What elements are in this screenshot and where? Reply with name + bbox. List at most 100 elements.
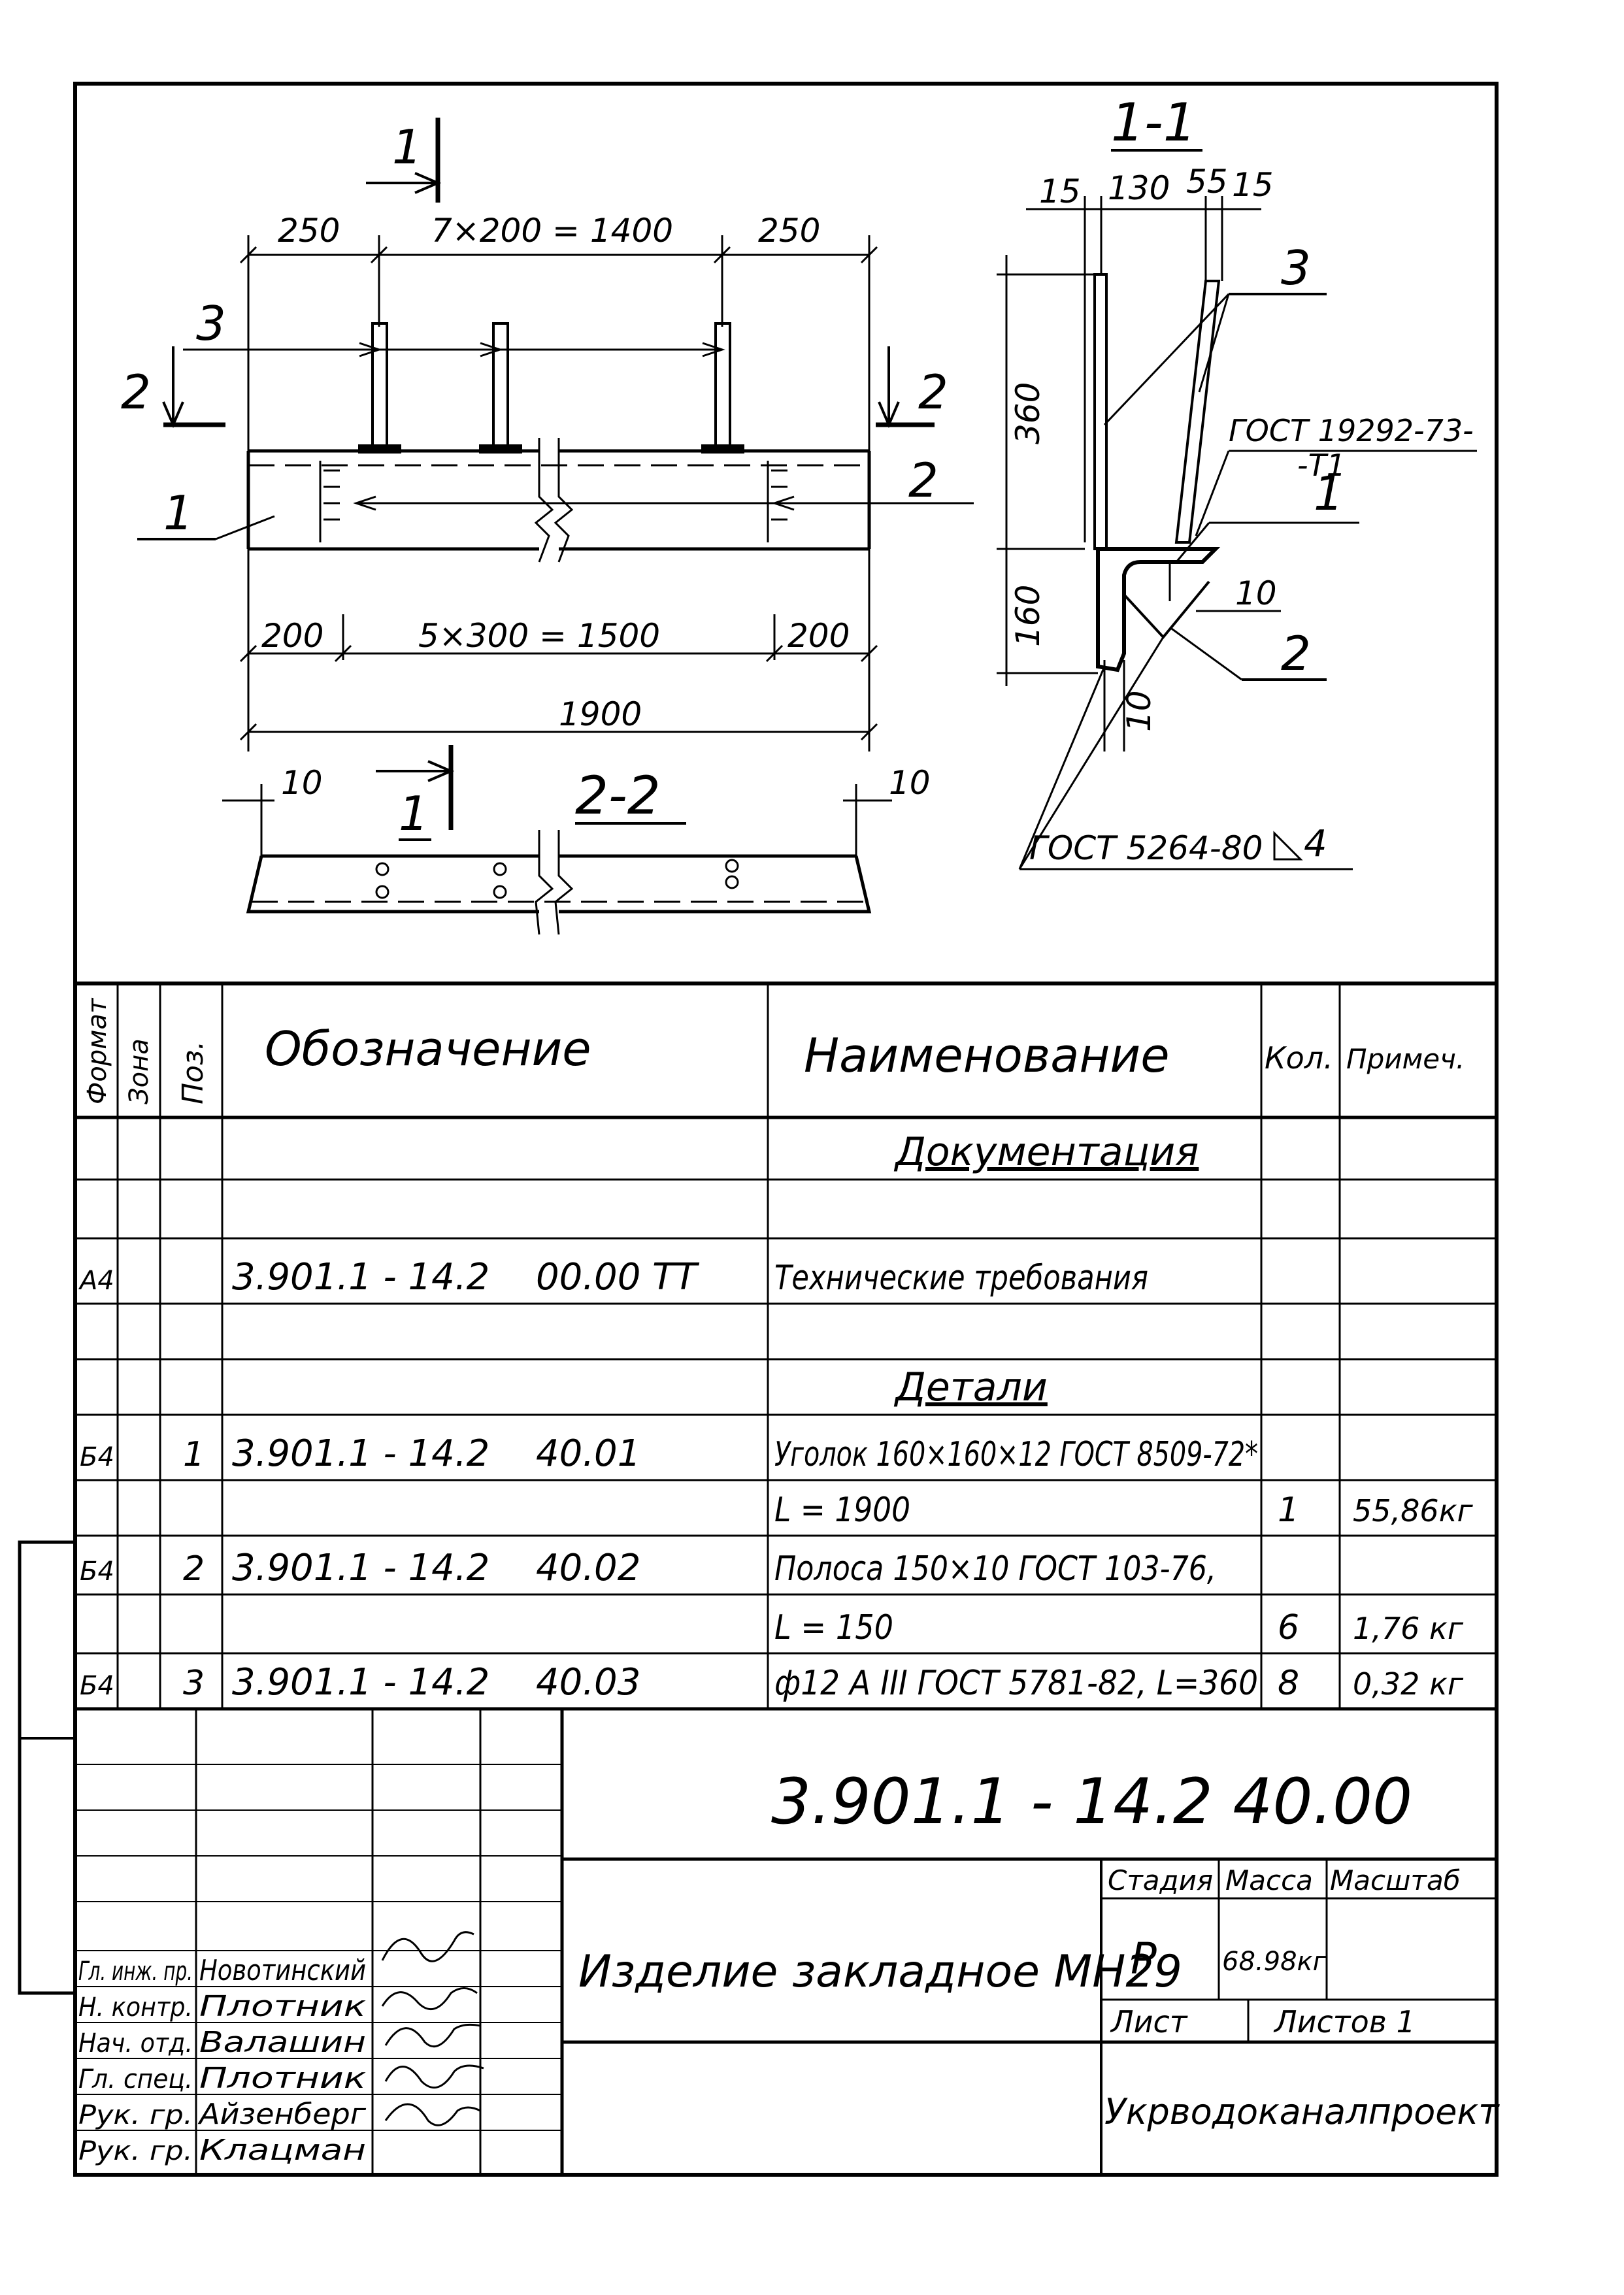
gost-19292: ГОСТ 19292-73- — [1229, 413, 1474, 448]
row-qty: 1 — [1278, 1491, 1299, 1530]
row-section-heading: Детали — [893, 1364, 1048, 1410]
row-note: 55,86кг — [1353, 1493, 1473, 1528]
document-code: 3.901.1 - 14.2 40.00 — [771, 1765, 1412, 1838]
margin-stamp-box — [18, 1540, 77, 1995]
view-2-2: 2-2 1 10 10 — [222, 745, 931, 935]
dim-1-1-height-top: 360 — [1009, 382, 1047, 444]
header-designation: Обозначение — [265, 1021, 591, 1076]
sheet-frame — [73, 82, 1499, 2177]
organization: Укрводоканалпроект — [1104, 2091, 1500, 2132]
leader-2-side: 2 — [1281, 626, 1311, 681]
signature-name: Айзенберг — [197, 2098, 367, 2131]
section-label-1-bottom: 1 — [399, 786, 429, 841]
dim-1-1-height-bottom: 160 — [1009, 585, 1047, 647]
dim-2-2-right: 10 — [889, 764, 931, 802]
signature-name: Новотинский — [199, 1954, 366, 1987]
header-format: Формат — [82, 997, 112, 1104]
signature-scribbles — [381, 1931, 484, 2126]
row-designation: 3.901.1 - 14.2 — [232, 1256, 489, 1298]
sheet-label: Лист — [1110, 2004, 1188, 2039]
row-note: 1,76 кг — [1353, 1611, 1464, 1646]
row-designation: 3.901.1 - 14.2 — [232, 1547, 489, 1589]
signature-role: Нач. отд. — [78, 2028, 193, 2058]
header-pos: Поз. — [176, 1041, 210, 1104]
signature-name: Плотник — [199, 1990, 367, 2023]
dim-2-2-left: 10 — [281, 764, 323, 802]
signature-name: Валашин — [199, 2026, 366, 2059]
row-format: Б4 — [80, 1671, 114, 1701]
product-name: Изделие закладное МН29 — [578, 1946, 1182, 1998]
leader-1-side: 1 — [1314, 466, 1344, 521]
dim-front-total: 1900 — [559, 695, 642, 733]
row-name: ф12 А III ГОСТ 5781-82, L=360 — [774, 1664, 1258, 1703]
row-code: 40.01 — [536, 1432, 640, 1475]
dim-1-1-weld: 10 — [1235, 574, 1277, 612]
view-1-1: 1-1 15 130 55 15 3 360 160 ГОСТ 19292-73… — [997, 92, 1477, 870]
row-code: 40.03 — [536, 1661, 640, 1704]
row-designation: 3.901.1 - 14.2 — [232, 1432, 489, 1475]
signature-name: Плотник — [199, 2062, 367, 2095]
row-code: 00.00 ТТ — [536, 1256, 699, 1298]
row-format: Б4 — [80, 1557, 114, 1587]
row-qty: 8 — [1278, 1664, 1299, 1703]
row-section-heading: Документация — [893, 1129, 1199, 1175]
row-pos: 1 — [183, 1435, 205, 1474]
weld-triangle-icon — [1273, 831, 1303, 861]
mass-label: Масса — [1225, 1864, 1313, 1896]
dim-front-b-mid: 5×300 = 1500 — [418, 617, 660, 655]
dim-1-1-a: 15 — [1039, 173, 1081, 210]
row-name: Полоса 150×10 ГОСТ 103-76, — [774, 1549, 1216, 1589]
row-name: Технические требования — [774, 1259, 1148, 1298]
row-format: А4 — [78, 1266, 114, 1296]
row-name: L = 1900 — [774, 1491, 910, 1530]
row-code: 40.02 — [536, 1547, 640, 1589]
row-qty: 6 — [1278, 1608, 1299, 1647]
dim-front-left: 250 — [278, 212, 340, 250]
signature-role: Гл. инж. пр. — [78, 1957, 193, 1987]
mass-value: 68.98кг — [1222, 1947, 1327, 1977]
header-zone: Зона — [124, 1038, 154, 1104]
stage-value: Р — [1131, 1934, 1157, 1984]
signature-name: Клацман — [199, 2134, 366, 2167]
row-note: 0,32 кг — [1353, 1666, 1464, 1702]
dim-1-1-b: 130 — [1108, 169, 1170, 207]
view-1-1-title: 1-1 — [1111, 92, 1197, 153]
leader-1-front: 1 — [163, 486, 193, 540]
leader-2-front: 2 — [908, 453, 938, 508]
sheets-label: Листов 1 — [1273, 2004, 1416, 2039]
row-name: Уголок 160×160×12 ГОСТ 8509-72* — [774, 1435, 1258, 1474]
title-block — [75, 1709, 1497, 2175]
front-view: 1 250 7×200 = 1400 250 3 2 2 — [121, 118, 974, 751]
dim-front-right: 250 — [758, 212, 820, 250]
signature-role: Рук. гр. — [78, 2136, 193, 2166]
row-pos: 2 — [183, 1549, 205, 1589]
gost-19292-t1: -Т1 — [1297, 448, 1346, 483]
row-pos: 3 — [183, 1664, 205, 1703]
section-2-left: 2 — [121, 365, 151, 420]
dim-1-1-c: 55 — [1186, 163, 1228, 201]
leader-3-front: 3 — [196, 296, 226, 351]
view-2-2-title: 2-2 — [575, 765, 661, 826]
row-format: Б4 — [80, 1442, 114, 1472]
row-name: L = 150 — [774, 1608, 893, 1647]
dim-front-mid: 7×200 = 1400 — [431, 212, 673, 250]
signature-role: Рук. гр. — [78, 2100, 193, 2130]
header-qty: Кол. — [1265, 1040, 1333, 1076]
dim-1-1-d: 15 — [1232, 166, 1274, 204]
signature-role: Гл. спец. — [78, 2064, 193, 2094]
header-note: Примеч. — [1346, 1043, 1465, 1075]
dim-front-b-left: 200 — [261, 617, 323, 655]
weld-leg: 4 — [1304, 823, 1327, 865]
section-2-right: 2 — [918, 365, 948, 420]
section-label-1-top: 1 — [392, 120, 422, 174]
stage-label: Стадия — [1108, 1864, 1213, 1896]
header-name: Наименование — [804, 1028, 1170, 1083]
row-designation: 3.901.1 - 14.2 — [232, 1661, 489, 1704]
spec-table — [75, 982, 1497, 1711]
scale-label: Масштаб — [1330, 1864, 1461, 1896]
gost-5264: ГОСТ 5264-80 — [1029, 829, 1263, 867]
dim-front-b-right: 200 — [787, 617, 850, 655]
